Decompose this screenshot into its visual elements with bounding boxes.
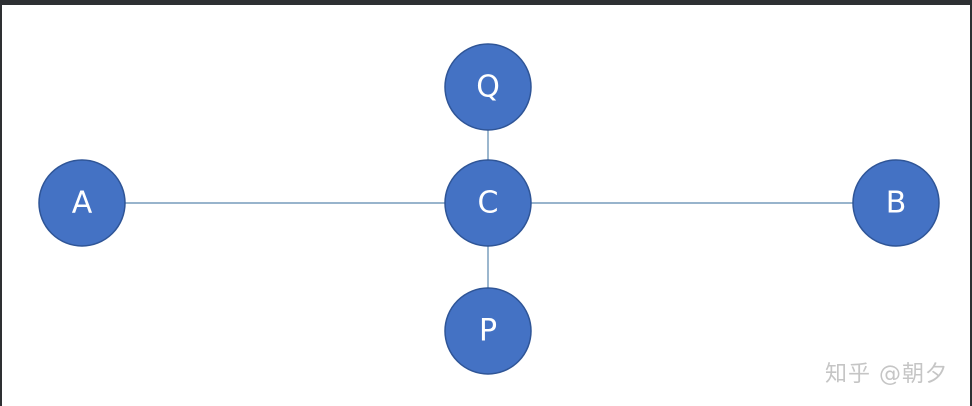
node-c-label: C xyxy=(478,186,499,221)
node-p-label: P xyxy=(479,314,497,349)
node-q-circle xyxy=(444,43,532,131)
node-q: Q xyxy=(444,43,532,131)
node-c-circle xyxy=(444,159,532,247)
node-b: B xyxy=(852,159,940,247)
node-a-label: A xyxy=(72,186,93,221)
graph-diagram: A C B Q P xyxy=(38,43,940,375)
node-p: P xyxy=(444,287,532,375)
node-q-label: Q xyxy=(476,70,500,105)
node-a: A xyxy=(38,159,126,247)
node-c: C xyxy=(444,159,532,247)
node-b-label: B xyxy=(886,186,907,221)
node-p-circle xyxy=(444,287,532,375)
watermark-text: 知乎 @朝夕 xyxy=(825,362,948,387)
node-b-circle xyxy=(852,159,940,247)
node-a-circle xyxy=(38,159,126,247)
